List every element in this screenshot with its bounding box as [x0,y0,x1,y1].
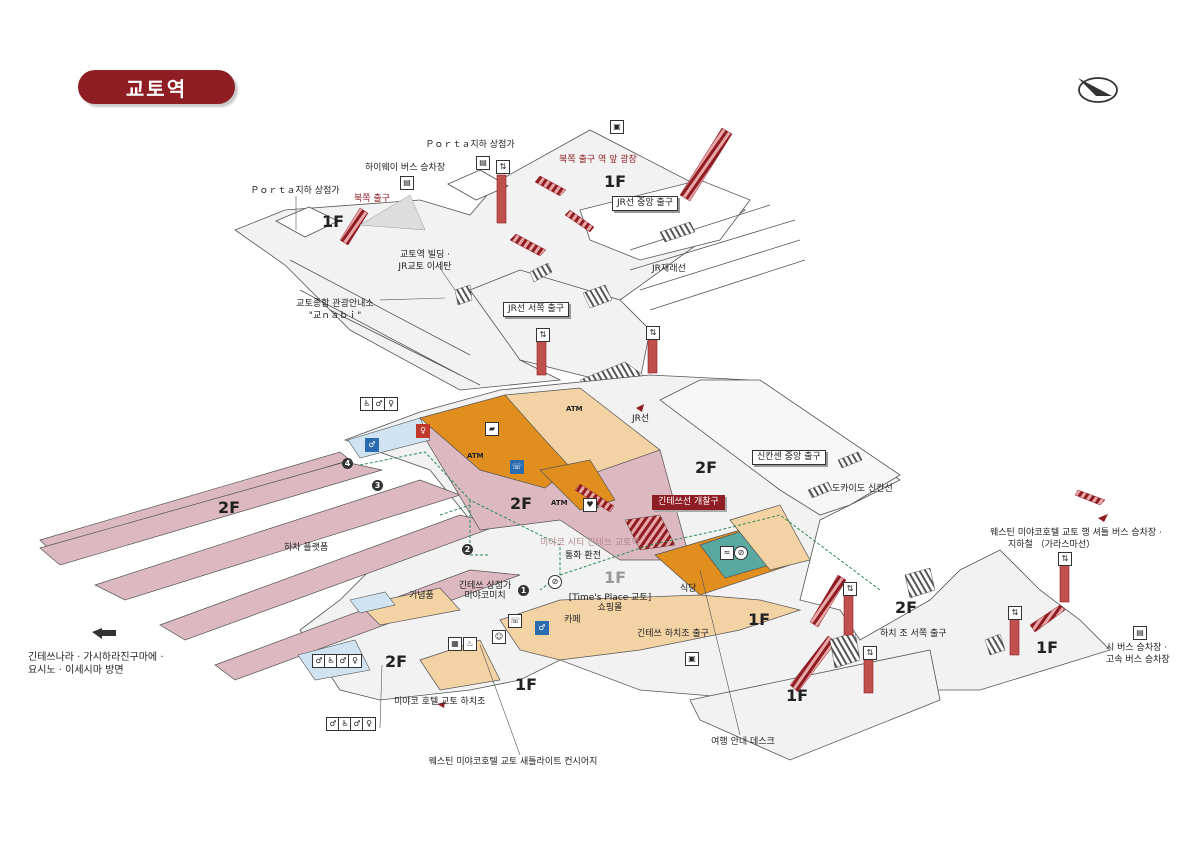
escalators-south [574,483,1106,693]
marker-1: 1 [518,585,529,596]
souvenirs-label: 기념품 [409,591,434,601]
floor-2f-platform: 2F [218,498,241,517]
stairs-south [807,451,1006,669]
taxi-icon: ▣ [610,120,624,134]
bus-icon: ▤ [476,156,490,170]
escalator-icon: ⇅ [1058,552,1072,566]
toilet-icon: ♀ [416,424,430,438]
jr-conventional-label: JR재래선 [652,264,686,274]
floor-2f-west: 2F [385,652,408,671]
toilet-icon: ♂ [535,621,549,635]
highway-bus-label: 하이웨이 버스 승차장 [364,163,446,173]
elevators-south [843,559,1070,694]
miyako-hotel-label: 미야코 호텔 교토 하치조 [394,697,486,707]
isetan-label: JR교토 이세탄 [398,262,452,272]
marker-3: 3 [372,480,383,491]
bus-icon: ▤ [1133,626,1147,640]
track-lines [289,204,806,386]
kintetsu-mall-label: 긴테쓰 상점가 [458,581,512,591]
floor-2f-kintetsu: 2F [510,494,533,513]
jr-west-exit-label: JR선 서쪽 출구 [503,302,570,317]
tokaido-shinkansen-label: 도카이도 신칸선 [832,484,893,494]
toilet-icon: ♂ [365,438,379,452]
toilet-icon: ♀ [384,397,398,411]
shops-orange [359,387,811,691]
floor-2f-southeast: 2F [895,598,918,617]
travel-desk-label: 여행 안내 데스크 [711,737,775,747]
city-bus-label: 시 버스 승차장 · [1106,643,1168,653]
atm-label: ATM [551,499,568,507]
north-exit-label: 북쪽 출구 [354,194,390,204]
shinkansen-central-exit-label: 신칸센 중앙 출구 [752,450,826,465]
floor-1f-south: 1F [515,675,538,694]
escalator-icon: ⇅ [843,582,857,596]
phone-icon: ☏ [508,614,522,628]
marker-2: 2 [462,544,473,555]
north-1f-floor [234,129,751,391]
restaurant-label: 식당 [680,584,697,594]
tourist-info-label: 교토종합 관광안내소 [296,299,374,309]
westin-concierge-label: 웨스틴 미야코호텔 교토 새틀라이트 컨시어지 [428,757,598,767]
currency-exchange-label: 통화 환전 [565,551,601,561]
atm-label: ATM [566,405,583,413]
express-bus-label: 고속 버스 승차장 [1106,655,1170,665]
escalator-icon: ⇅ [863,646,877,660]
taxi-icon: ▣ [685,652,699,666]
floor-2f-east: 2F [695,458,718,477]
marker-4: 4 [342,458,353,469]
kintetsu-hachijo-exit-label: 긴테쓰 하치조 출구 [637,629,709,639]
jr-line-label: JR선 [632,414,650,424]
floor-1f-center: 1F [604,568,627,587]
lounge-icon: ♨ [463,637,477,651]
info-icon: ▰ [485,422,499,436]
station-building-label: 교토역 빌딩 · [400,250,450,260]
jr-central-exit-label: JR선 중앙 출구 [612,196,679,211]
times-place-label: [Time's Place 교토] [568,593,652,603]
no-smoking-icon: ⊘ [548,575,562,589]
porta-label-north: Ｐｏｒｔａ지하 상점가 [425,140,515,150]
currency-exchange-icon: ♥ [583,498,597,512]
kyonavi-label: "교ｎａｂｉ" [308,311,362,321]
toilet-icon: ♀ [362,717,376,731]
no-smoking-icon: ⊘ [734,546,748,560]
miyakomichi-label: 미야코미치 [464,591,506,601]
escalator-icon: ⇅ [646,326,660,340]
phone-icon: ☏ [510,460,524,474]
escalator-icon: ⇅ [1008,606,1022,620]
kintetsu-gate-label: 긴테쓰선 개찰구 [652,495,725,510]
elevators-north [496,174,658,376]
floor-1f-porta: 1F [322,212,345,231]
atm-label: ATM [467,452,484,460]
miyako-city-label: 미야코 시티 긴테쓰 교토역 [540,538,640,548]
arrow-left-icon [92,628,116,639]
bus-icon: ▤ [400,176,414,190]
luggage-icon: ▦ [448,637,462,651]
wifi-icon: ≈ [720,546,734,560]
floor-1f-bottom: 1F [786,686,809,705]
hachijo-west-exit-label: 하치 조 서쪽 출구 [880,629,947,639]
compass-icon [1078,77,1118,103]
alighting-platform-label: 하차 플랫폼 [284,543,329,553]
porta-label-west: Ｐｏｒｔａ지하 상점가 [250,186,340,196]
toilet-icon: ♀ [348,654,362,668]
escalator-icon: ⇅ [496,160,510,174]
page-title: 교토역 [78,70,235,104]
cafe-label: 카페 [564,615,581,625]
westin-bus-label: 웨스틴 미야코호텔 교토 행 셔틀 버스 승차장 · [990,528,1162,538]
to-yoshino-label: 요시노 · 이세시마 방면 [28,665,124,676]
wheelchair-icon: ♿ [338,717,352,731]
floor-1f-bus: 1F [1036,638,1059,657]
toilet-icon: ♂ [326,717,340,731]
escalator-icon: ⇅ [536,328,550,342]
escalators-north [339,127,733,257]
north-plaza-label: 북쪽 출구 역 앞 광장 [559,155,637,165]
floor-1f-north: 1F [604,172,627,191]
subway-label: 지하철 （가라스마선） [1008,540,1096,550]
baby-icon: ☺ [492,630,506,644]
shopping-label: 쇼핑몰 [597,603,623,613]
to-nara-label: 긴테쓰나라 · 가시하라진구마에 · [28,652,164,663]
floor-1f-hachijo: 1F [748,610,771,629]
